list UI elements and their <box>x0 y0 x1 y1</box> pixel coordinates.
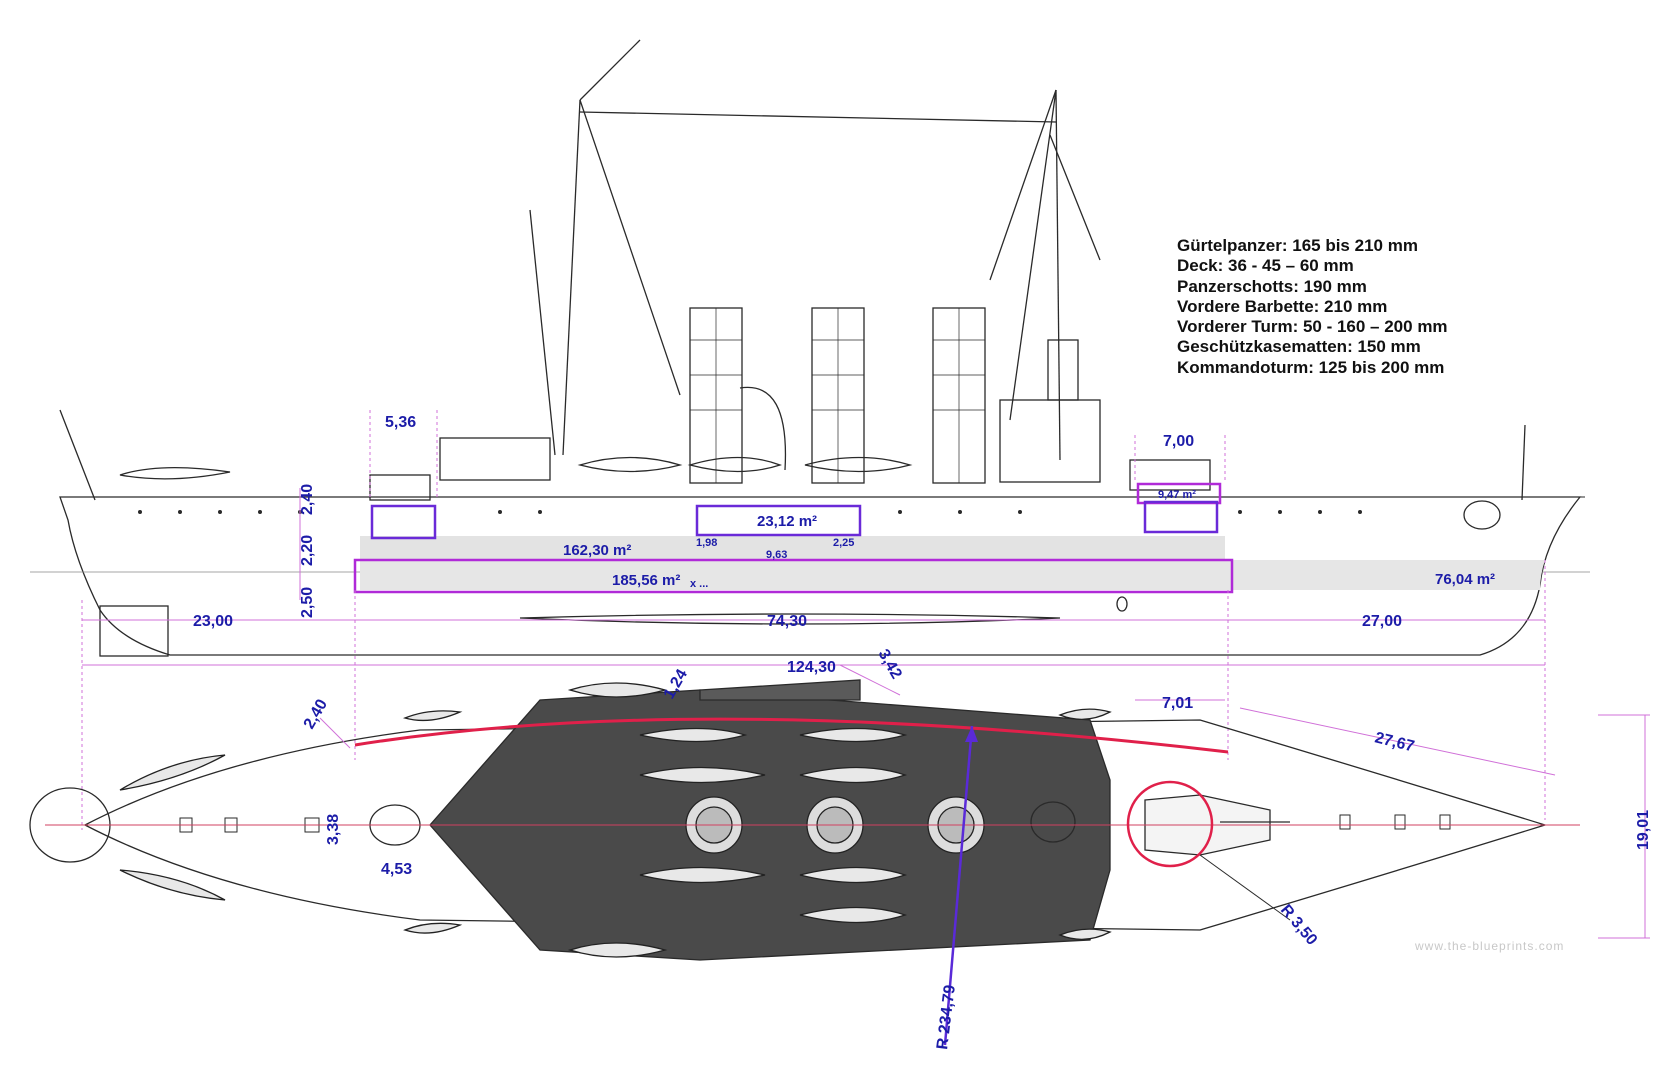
fore-superstructure <box>439 437 551 481</box>
dim-124-30: 124,30 <box>787 659 836 676</box>
armor-note-casemates: Geschützkasematten: 150 mm <box>1177 337 1421 357</box>
fore-stay <box>579 99 681 396</box>
dim-plan-3-42: 3,42 <box>875 647 905 683</box>
armor-note-bulkheads: Panzerschotts: 190 mm <box>1177 276 1367 296</box>
dim-9-63: 9,63 <box>766 549 787 561</box>
mast-stay <box>579 111 1057 123</box>
radius-234-arrowhead <box>965 726 978 742</box>
area-9-47: 9,47 m² <box>1158 489 1196 501</box>
dim-7-00: 7,00 <box>1163 433 1194 450</box>
main-mast <box>1055 89 1061 461</box>
casemate-box-23 <box>695 504 862 537</box>
side-view <box>30 39 1590 657</box>
area-185-56: 185,56 m² <box>612 572 680 589</box>
dim-plan-3-38: 3,38 <box>325 814 342 845</box>
bilge-keel <box>519 613 1061 625</box>
dim-plan-7-01: 7,01 <box>1162 695 1193 712</box>
armor-note-belt: Gürtelpanzer: 165 bis 210 mm <box>1177 236 1418 255</box>
watermark: www.the-blueprints.com <box>1415 939 1565 953</box>
dim-1-98: 1,98 <box>696 537 717 549</box>
aft-turret <box>1129 459 1211 491</box>
jack-staff <box>59 409 96 501</box>
dim-plan-2-40: 2,40 <box>301 696 331 732</box>
main-stay-c <box>1049 134 1101 261</box>
radius-arc-234 <box>354 717 1229 754</box>
radius-label-234-79: R 234,79 <box>934 984 959 1051</box>
dim-27-00: 27,00 <box>1362 613 1402 630</box>
side-guides <box>81 410 1546 830</box>
lower-belt-fill <box>360 560 1545 590</box>
side-boat-2 <box>577 456 683 473</box>
fore-turret <box>369 474 431 501</box>
radius-circle-3-50 <box>1126 780 1214 868</box>
fore-mast <box>562 99 581 456</box>
fore-casemate-box <box>370 504 437 540</box>
belt-armor-fill <box>360 536 1225 560</box>
armor-note-deck: Deck: 36 - 45 – 60 mm <box>1177 256 1354 276</box>
area-162-30: 162,30 m² <box>563 542 631 559</box>
dim-plan-27-67: 27,67 <box>1373 729 1416 755</box>
aft-casemate-box <box>1143 500 1219 534</box>
radius-3-50-leader <box>1199 854 1291 921</box>
dim-5-36: 5,36 <box>385 414 416 431</box>
dim-plan-19-01: 19,01 <box>1635 810 1652 850</box>
bow-crest <box>1463 500 1501 530</box>
aft-superstructure <box>999 399 1101 483</box>
dim-23-00: 23,00 <box>193 613 233 630</box>
radius-label-3-50: R 3,50 <box>1277 902 1320 949</box>
dim-74-30: 74,30 <box>767 613 807 630</box>
main-stay-b <box>1009 89 1057 421</box>
dim-2-50: 2,50 <box>299 587 316 618</box>
funnel-grid <box>690 308 985 483</box>
area-23-12: 23,12 m² <box>757 513 817 530</box>
dim-2-20: 2,20 <box>299 535 316 566</box>
side-boat-3 <box>687 456 782 473</box>
portholes <box>138 510 1362 514</box>
plan-guides <box>319 664 1650 939</box>
hull-outline <box>59 496 1582 656</box>
armor-note-turret: Vorderer Turm: 50 - 160 – 200 mm <box>1177 317 1448 337</box>
fore-derrick <box>529 209 556 456</box>
dim-2-25: 2,25 <box>833 537 854 549</box>
cowl-vent <box>739 386 787 471</box>
plan-boats <box>119 682 1112 958</box>
ensign-staff <box>1521 424 1526 501</box>
plan-fore-turret-base <box>1030 801 1076 843</box>
belt-box-185 <box>353 558 1234 594</box>
top-view <box>29 679 1548 961</box>
armor-boxes <box>353 482 1234 594</box>
side-view-labels: 5,36 7,00 2,40 2,20 2,50 23,00 74,30 27,… <box>193 414 1495 676</box>
plan-fore-platform <box>699 679 861 701</box>
rudder <box>99 605 169 657</box>
side-boat-4 <box>804 456 913 473</box>
aft-bridge <box>1047 339 1079 401</box>
dim-2-40: 2,40 <box>299 484 316 515</box>
armor-note-barbette: Vordere Barbette: 210 mm <box>1177 296 1388 316</box>
armor-note-conning-tower: Kommandoturm: 125 bis 200 mm <box>1177 357 1445 377</box>
area-76-04: 76,04 m² <box>1435 571 1495 588</box>
plan-fittings <box>179 814 1451 833</box>
armor-specification-list: Gürtelpanzer: 165 bis 210 mm Deck: 36 - … <box>1177 236 1448 378</box>
area-185-mark: x ... <box>690 578 708 590</box>
fore-gaff <box>579 39 641 101</box>
radius-234-leader <box>943 725 974 1046</box>
dim-plan-4-53: 4,53 <box>381 861 412 878</box>
hull-fitting <box>1116 596 1128 612</box>
main-stay-a <box>989 89 1057 281</box>
side-boat-1 <box>119 467 231 480</box>
